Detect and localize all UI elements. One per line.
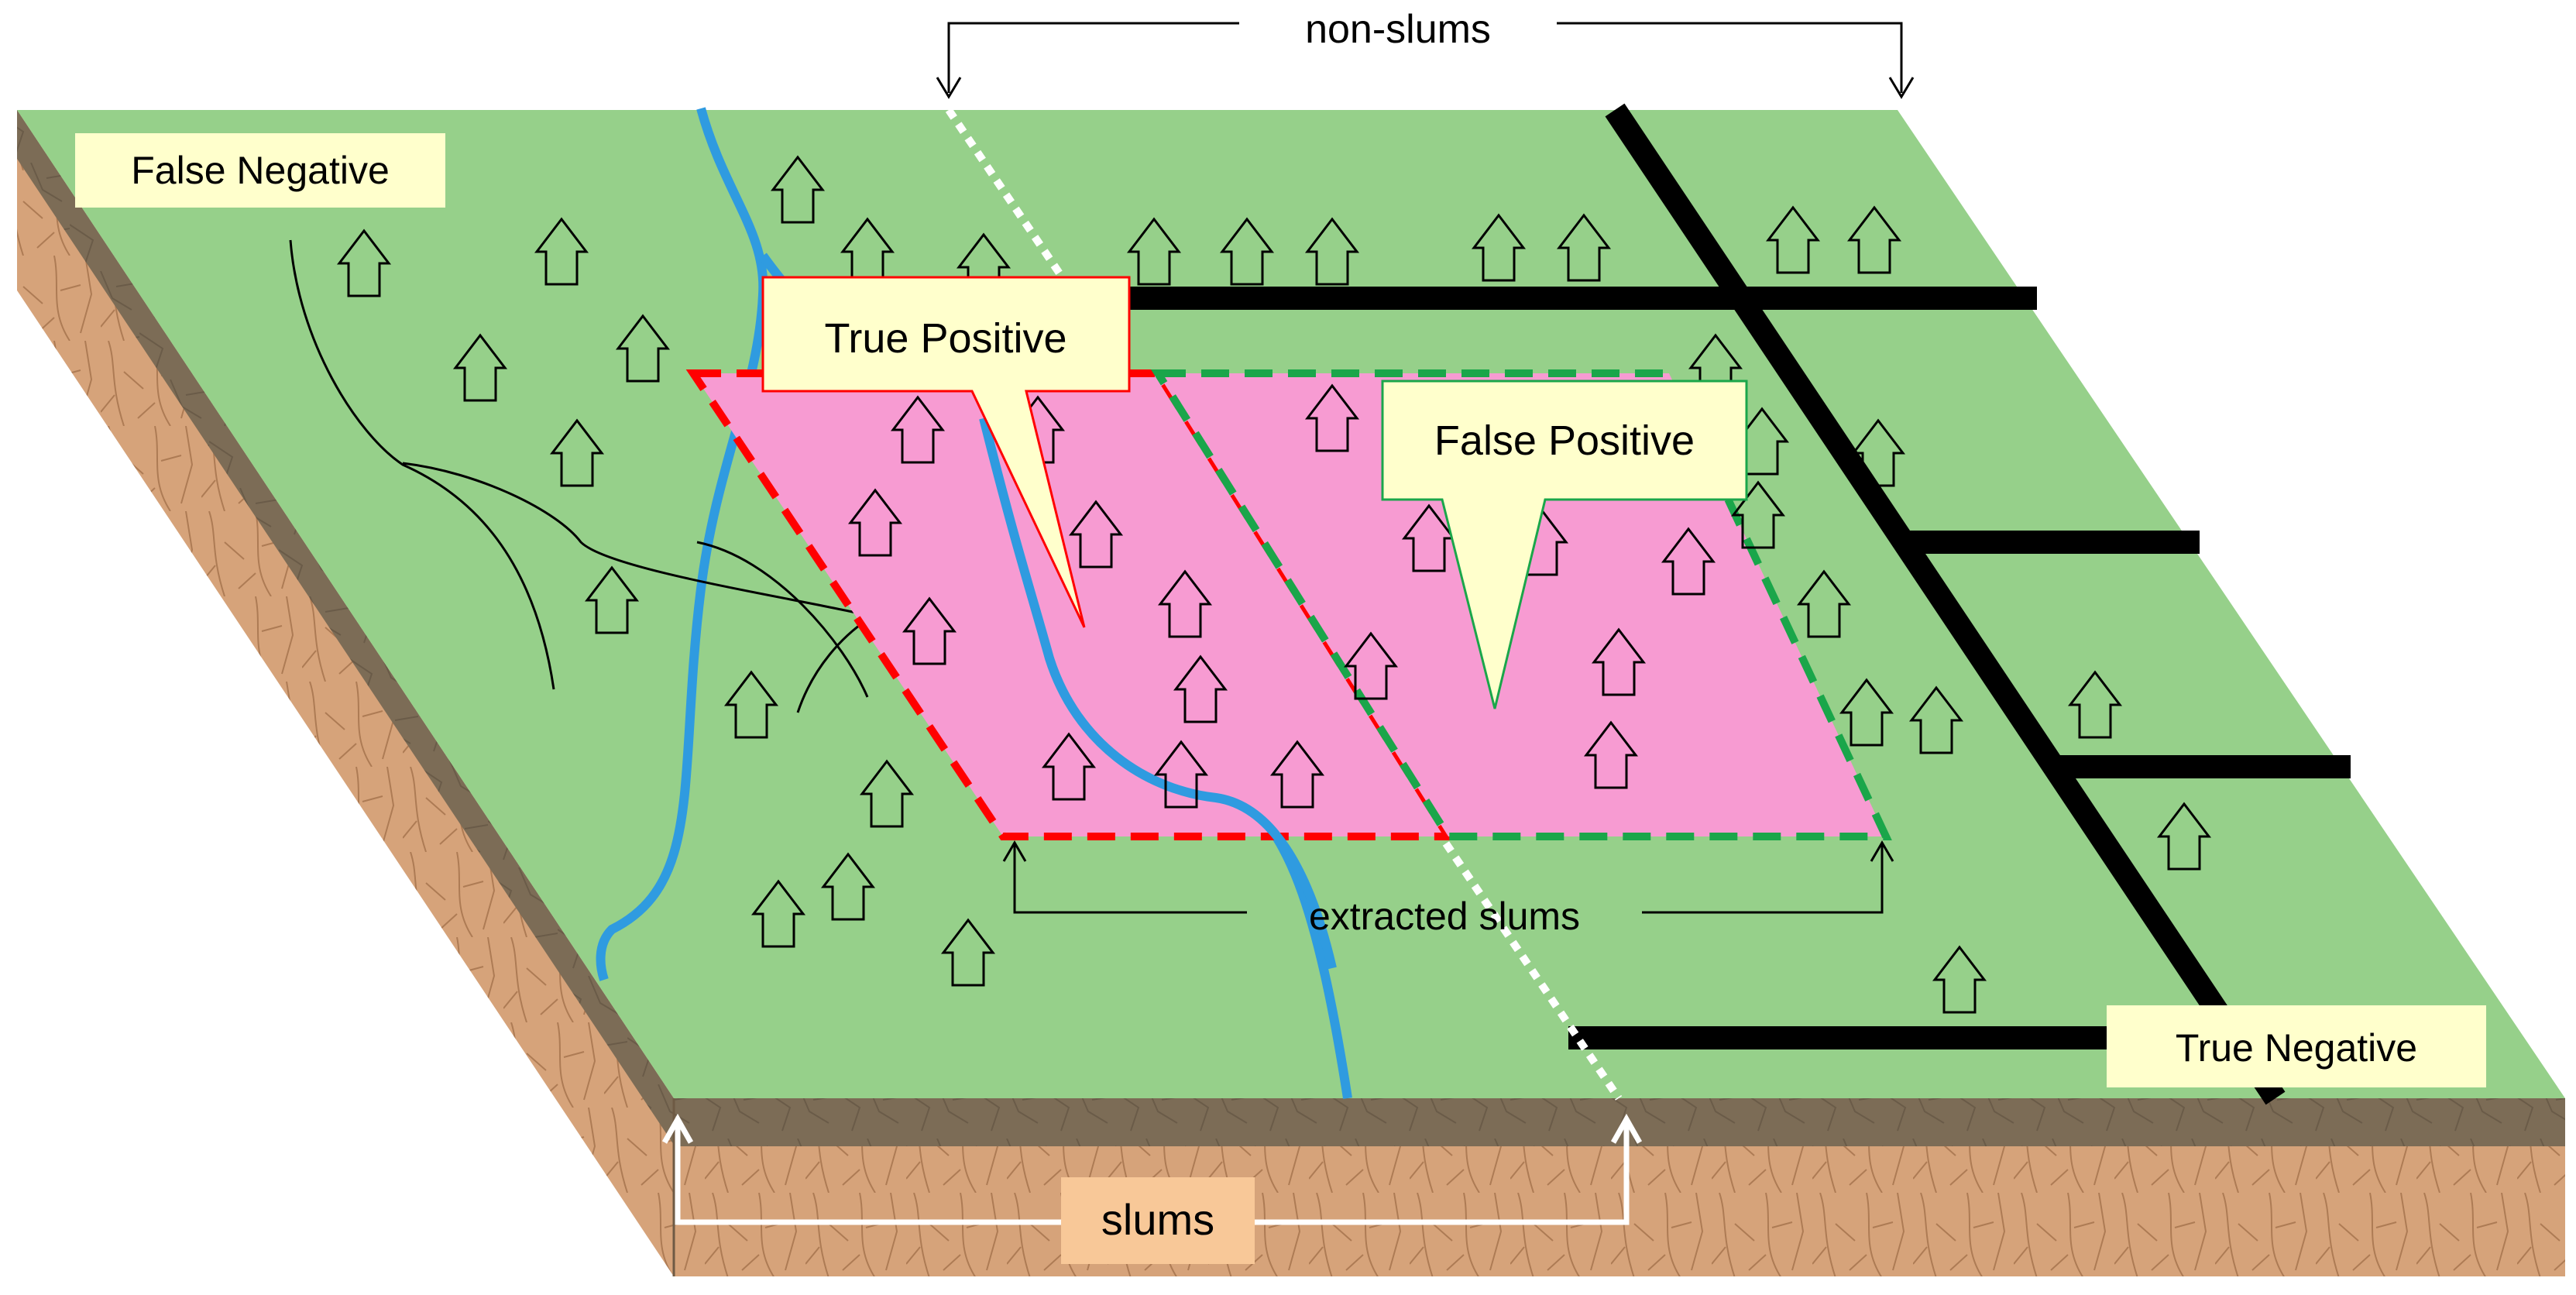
house-icon: [890, 395, 946, 464]
extracted-slums-dimension: [1002, 840, 1894, 914]
house-icon: [1269, 740, 1325, 809]
non-slums-dimension: [936, 22, 1915, 99]
house-icon: [1846, 205, 1902, 274]
arrow-icon: [1002, 840, 1027, 862]
false-negative-label: False Negative: [131, 149, 390, 192]
false-positive-callout: False Positive: [1381, 380, 1748, 709]
roads: [1115, 103, 2351, 1105]
house-icon: [1908, 685, 1964, 754]
house-icon: [1173, 654, 1228, 723]
house-icon: [1219, 217, 1275, 286]
house-icon: [452, 333, 508, 402]
true-positive-callout: True Positive: [761, 276, 1131, 628]
slums-dimension: [661, 1113, 1643, 1225]
arrow-icon: [1870, 840, 1894, 862]
arrow-icon: [661, 1113, 694, 1144]
soil-left-topsoil-texture: [17, 110, 674, 1145]
house-icon: [847, 488, 903, 557]
house-icon: [770, 155, 826, 224]
house-icon: [1157, 569, 1213, 638]
true-negative-label: True Negative: [2176, 1026, 2417, 1070]
house-icon: [1796, 569, 1852, 638]
house-icon: [1401, 503, 1457, 572]
road-diagonal: [1605, 103, 2286, 1105]
house-icon: [584, 565, 640, 634]
house-icon: [859, 759, 915, 828]
house-icon: [1730, 480, 1786, 549]
house-icon: [2156, 802, 2212, 871]
house-icon: [1661, 527, 1716, 596]
house-icon: [820, 852, 876, 921]
house-icon: [1850, 418, 1906, 487]
house-icon: [1839, 678, 1894, 747]
false-negative-callout: False Negative: [75, 133, 445, 208]
house-icon: [750, 879, 806, 948]
house-icon: [534, 217, 589, 286]
true-positive-label: True Positive: [824, 315, 1066, 362]
houses: [336, 155, 2212, 1014]
house-icon: [902, 596, 957, 665]
house-icon: [840, 217, 895, 286]
house-icon: [336, 228, 392, 297]
soil-front-topsoil-texture: [674, 1098, 2565, 1146]
house-icon: [1068, 500, 1124, 568]
house-icon: [2067, 670, 2123, 739]
slums-label: slums: [1101, 1195, 1214, 1244]
house-icon: [1591, 627, 1647, 696]
house-icon: [1583, 720, 1639, 789]
house-icon: [940, 918, 996, 987]
false-positive-label: False Positive: [1434, 417, 1695, 464]
arrow-icon: [1610, 1113, 1643, 1144]
house-icon: [1471, 213, 1527, 282]
true-negative-callout: True Negative: [2107, 1005, 2486, 1087]
slums-label-box: [1061, 1177, 1255, 1264]
house-icon: [1343, 631, 1399, 700]
house-icon: [1556, 213, 1612, 282]
river: [596, 107, 768, 981]
house-icon: [1153, 740, 1209, 809]
house-icon: [1126, 217, 1182, 286]
non-slums-label: non-slums: [1305, 7, 1491, 52]
house-icon: [615, 314, 671, 383]
house-icon: [1765, 205, 1821, 274]
house-icon: [723, 670, 779, 739]
house-icon: [1304, 217, 1360, 286]
house-icon: [549, 418, 605, 487]
extracted-slums-label: extracted slums: [1309, 895, 1580, 938]
arrow-icon: [936, 77, 962, 99]
house-icon: [1304, 383, 1360, 452]
arrow-icon: [1888, 77, 1915, 99]
house-icon: [1932, 945, 1987, 1014]
house-icon: [1041, 732, 1097, 801]
